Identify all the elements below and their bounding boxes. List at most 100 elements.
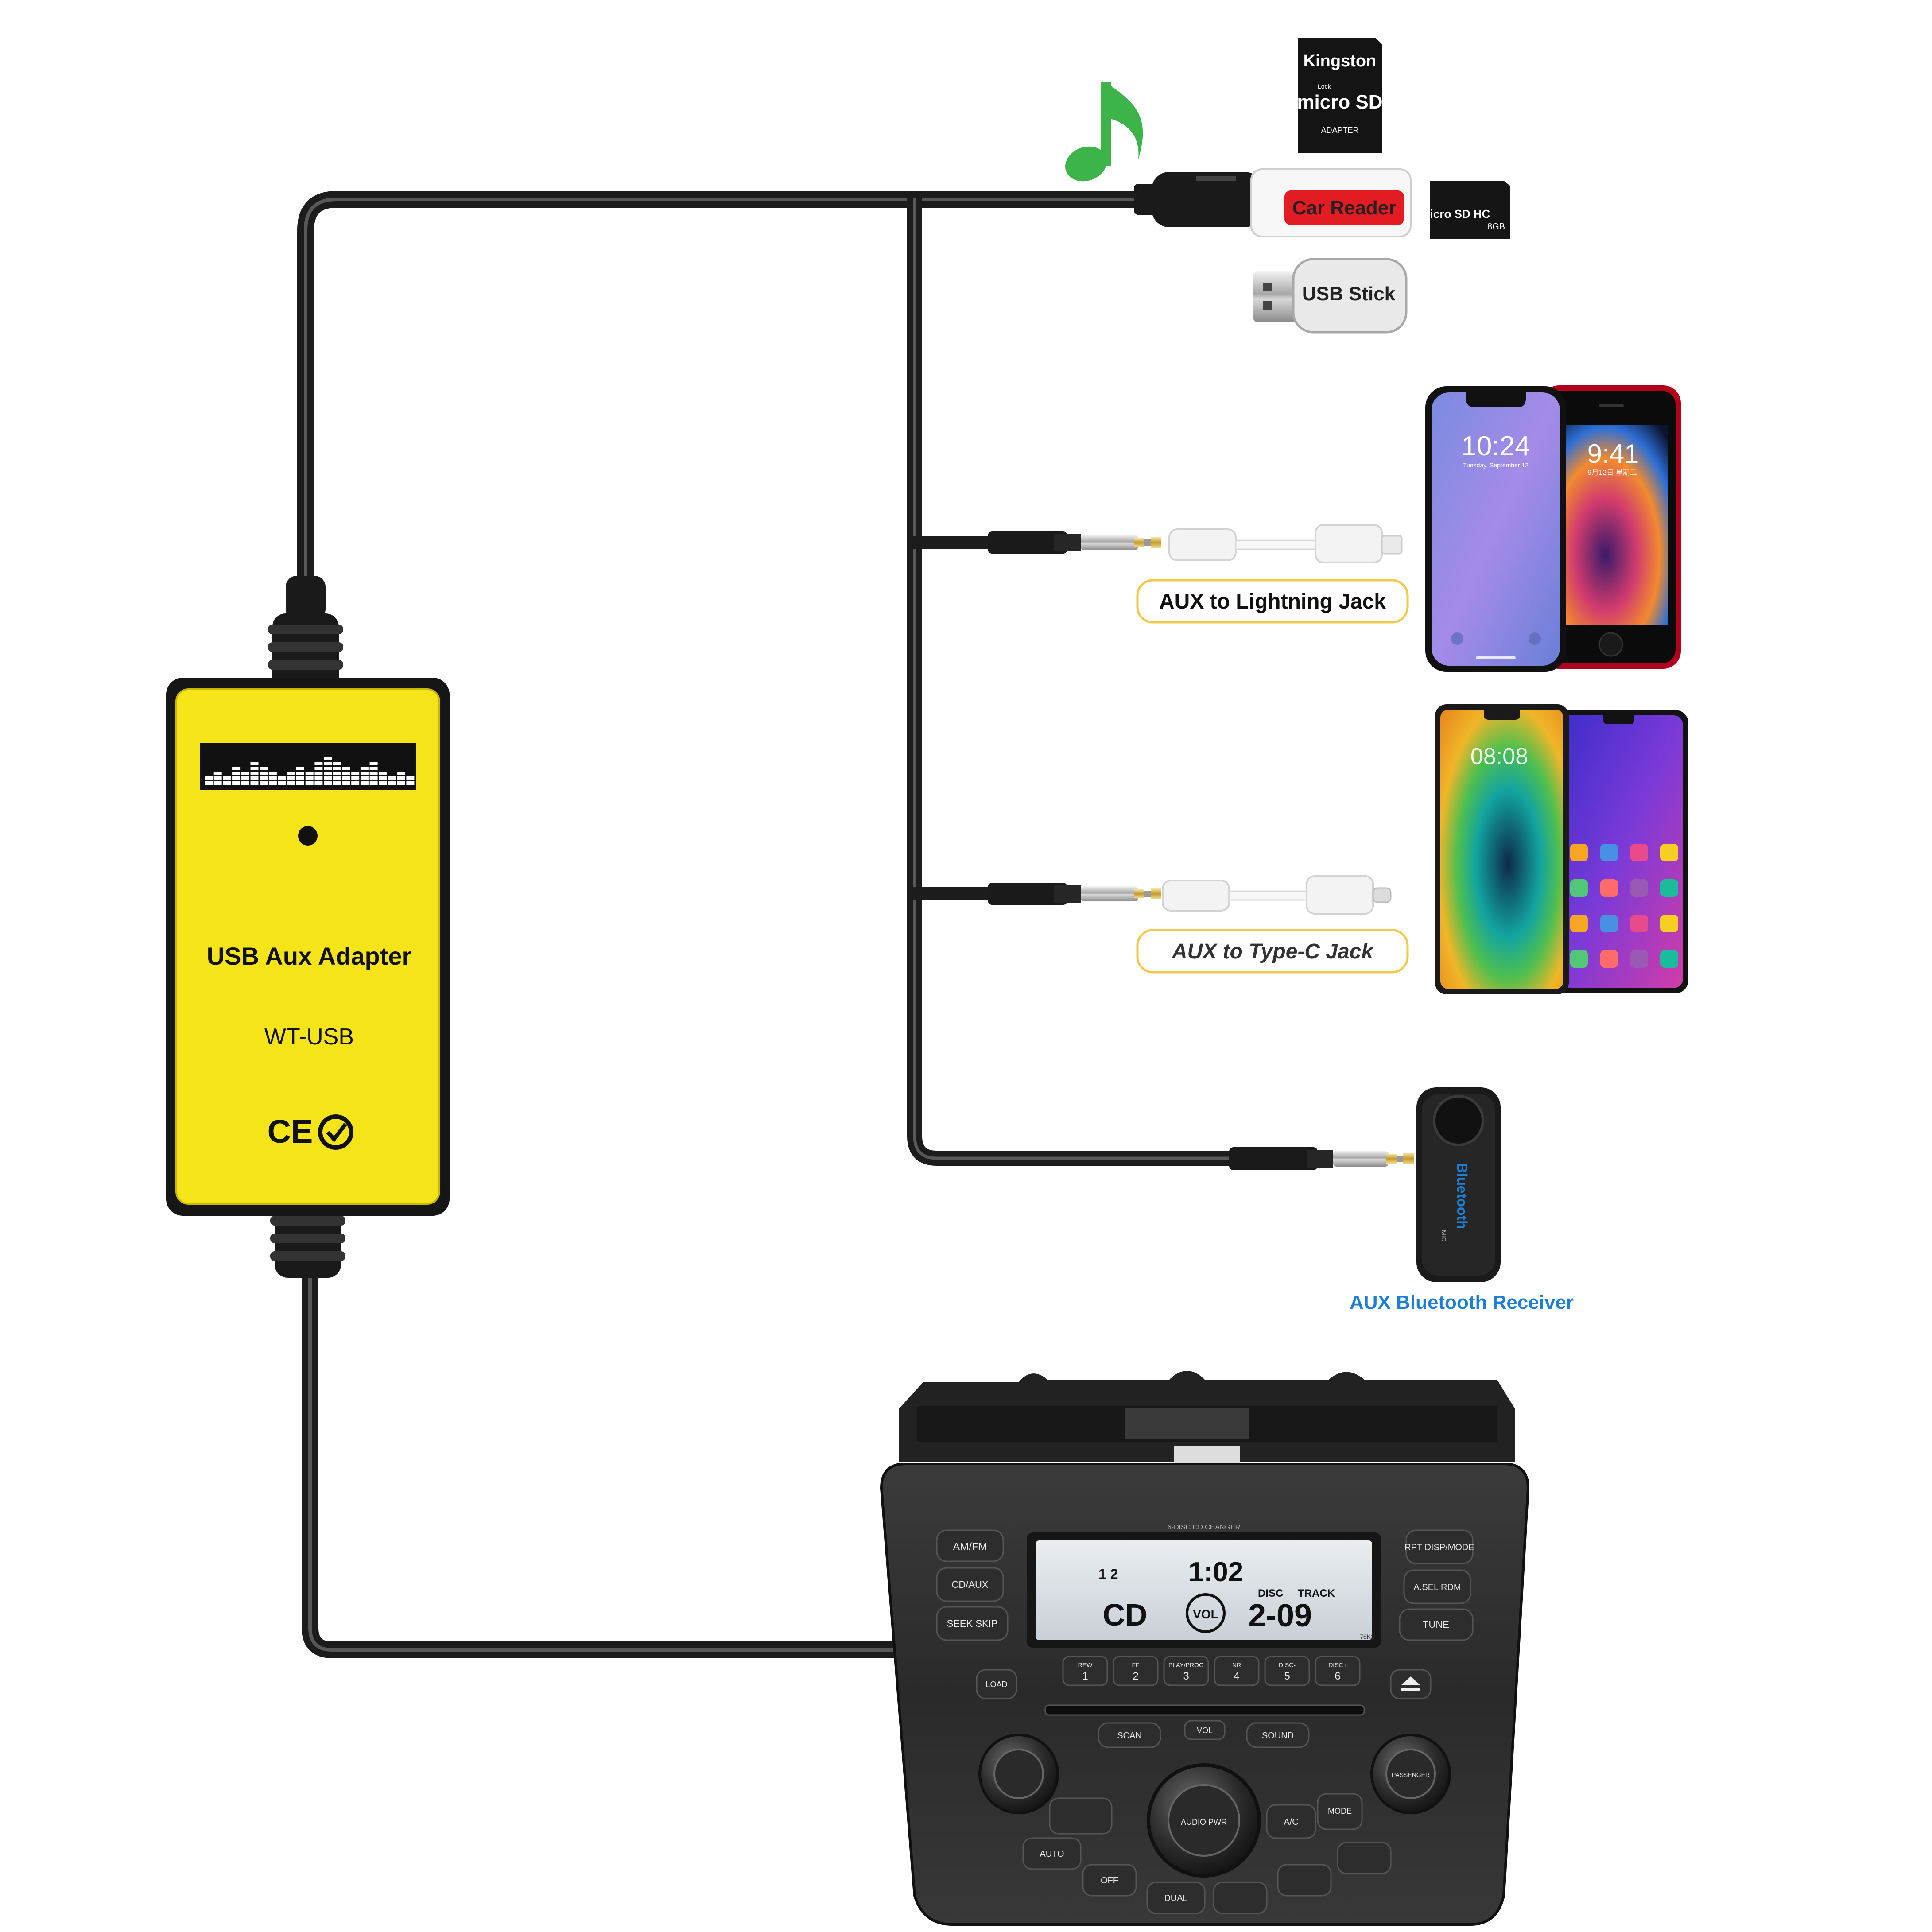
bluetooth-label: AUX Bluetooth Receiver bbox=[1350, 1292, 1574, 1313]
svg-text:2-09: 2-09 bbox=[1248, 1598, 1312, 1633]
preset-name: FF bbox=[1132, 1661, 1139, 1668]
equalizer-segment bbox=[406, 781, 415, 785]
equalizer-segment bbox=[333, 772, 341, 775]
svg-text:A.SEL RDM: A.SEL RDM bbox=[1413, 1583, 1461, 1592]
mode-button[interactable] bbox=[1317, 1793, 1363, 1830]
off-button[interactable] bbox=[1082, 1864, 1137, 1897]
svg-text:6-DISC CD CHANGER: 6-DISC CD CHANGER bbox=[1168, 1524, 1240, 1531]
equalizer-segment bbox=[232, 776, 241, 780]
equalizer-segment bbox=[250, 781, 259, 785]
am-fm-button[interactable] bbox=[936, 1529, 1004, 1562]
equalizer-segment bbox=[351, 772, 360, 775]
load-button[interactable] bbox=[976, 1669, 1017, 1699]
fan-button[interactable] bbox=[1049, 1797, 1113, 1835]
equalizer-segment bbox=[351, 776, 360, 780]
preset-button-6[interactable] bbox=[1315, 1656, 1361, 1686]
app-icon bbox=[1630, 879, 1648, 897]
svg-text:CD/AUX: CD/AUX bbox=[951, 1579, 988, 1590]
equalizer-graphic bbox=[200, 743, 416, 790]
svg-text:TRACK: TRACK bbox=[1298, 1587, 1335, 1599]
equalizer-segment bbox=[360, 767, 369, 770]
adapter-model: WT-USB bbox=[264, 1024, 354, 1050]
equalizer-segment bbox=[314, 772, 323, 775]
auto-button[interactable] bbox=[1022, 1837, 1082, 1870]
equalizer-segment bbox=[314, 767, 323, 770]
equalizer-segment bbox=[397, 776, 405, 780]
svg-text:AUTO: AUTO bbox=[1040, 1849, 1064, 1859]
equalizer-segment bbox=[379, 781, 387, 785]
equalizer-segment bbox=[268, 781, 277, 785]
cd-aux-button[interactable] bbox=[936, 1567, 1004, 1602]
preset-button-1[interactable] bbox=[1062, 1656, 1108, 1686]
equalizer-segment bbox=[360, 781, 369, 785]
svg-text:Lock: Lock bbox=[1318, 83, 1331, 90]
strain-relief-top bbox=[268, 576, 343, 695]
svg-text:ADAPTER: ADAPTER bbox=[1321, 126, 1358, 135]
svg-text:TUNE: TUNE bbox=[1423, 1619, 1449, 1630]
svg-text:DISC: DISC bbox=[1258, 1587, 1283, 1599]
app-icon bbox=[1600, 844, 1618, 861]
equalizer-segment bbox=[205, 776, 213, 780]
equalizer-segment bbox=[333, 767, 341, 770]
iphone-8: 9:41 9月12日 星期二 bbox=[1541, 385, 1681, 669]
equalizer-segment bbox=[296, 776, 304, 780]
svg-text:DUAL: DUAL bbox=[1164, 1893, 1187, 1903]
asel-rdm-button[interactable] bbox=[1403, 1569, 1471, 1604]
preset-button-3[interactable] bbox=[1163, 1656, 1209, 1686]
equalizer-segment bbox=[268, 776, 277, 780]
preset-number: 3 bbox=[1183, 1670, 1189, 1682]
equalizer-segment bbox=[287, 781, 295, 785]
aux-plug-lightning bbox=[988, 531, 1161, 554]
equalizer-segment bbox=[342, 772, 350, 775]
equalizer-segment bbox=[342, 767, 350, 770]
ac-button[interactable] bbox=[1266, 1804, 1316, 1839]
equalizer-segment bbox=[397, 772, 405, 775]
equalizer-segment bbox=[260, 767, 268, 770]
dual-button[interactable] bbox=[1146, 1882, 1206, 1914]
equalizer-segment bbox=[379, 776, 387, 780]
equalizer-segment bbox=[333, 781, 341, 785]
equalizer-segment bbox=[305, 772, 314, 775]
equalizer-segment bbox=[241, 772, 249, 775]
app-icon bbox=[1570, 844, 1588, 861]
radio-right-buttons: RPT DISP/MODE A.SEL RDM TUNE bbox=[1399, 1529, 1474, 1641]
seek-skip-button[interactable] bbox=[936, 1606, 1009, 1641]
equalizer-segment bbox=[250, 776, 259, 780]
rpt-disp-button[interactable] bbox=[1405, 1529, 1474, 1564]
svg-text:CD: CD bbox=[1102, 1598, 1147, 1632]
defrost-button[interactable] bbox=[1277, 1864, 1332, 1897]
equalizer-segment bbox=[223, 781, 231, 785]
equalizer-segment bbox=[342, 776, 350, 780]
app-icon bbox=[1660, 844, 1678, 861]
app-icon bbox=[1630, 950, 1648, 968]
radio-left-buttons: AM/FM CD/AUX SEEK SKIP bbox=[936, 1529, 1009, 1641]
svg-text:SCAN: SCAN bbox=[1117, 1731, 1142, 1741]
android-phone-left: 08:08 bbox=[1435, 704, 1569, 994]
equalizer-segment bbox=[232, 767, 241, 770]
preset-number: 4 bbox=[1234, 1670, 1239, 1682]
svg-text:76K2: 76K2 bbox=[1360, 1633, 1374, 1640]
status-led bbox=[298, 826, 318, 846]
sound-button[interactable] bbox=[1246, 1722, 1310, 1748]
equalizer-segment bbox=[268, 772, 277, 775]
preset-button-4[interactable] bbox=[1214, 1656, 1260, 1686]
preset-number: 1 bbox=[1082, 1670, 1088, 1682]
svg-text:AM/FM: AM/FM bbox=[953, 1541, 987, 1553]
preset-button-2[interactable] bbox=[1113, 1656, 1159, 1686]
cables bbox=[297, 191, 1248, 1658]
preset-name: DISC+ bbox=[1328, 1661, 1347, 1668]
equalizer-segment bbox=[324, 757, 332, 760]
svg-text:MODE: MODE bbox=[1328, 1807, 1352, 1816]
card-reader-label: Car Reader bbox=[1292, 197, 1397, 219]
car-radio: 6-DISC CD CHANGER 1 2 1:02 CD VOL DISC T… bbox=[880, 1371, 1530, 1926]
tune-button[interactable] bbox=[1399, 1608, 1474, 1641]
recirc-button[interactable] bbox=[1213, 1882, 1268, 1914]
rear-defrost-button[interactable] bbox=[1337, 1842, 1392, 1874]
svg-text:AUX to Type-C Jack: AUX to Type-C Jack bbox=[1172, 940, 1374, 963]
cd-slot bbox=[1044, 1704, 1365, 1716]
scan-button[interactable] bbox=[1098, 1722, 1161, 1748]
lightning-label: AUX to Lightning Jack bbox=[1136, 579, 1409, 624]
android-phone-right bbox=[1550, 710, 1688, 993]
preset-button-5[interactable] bbox=[1264, 1656, 1310, 1686]
